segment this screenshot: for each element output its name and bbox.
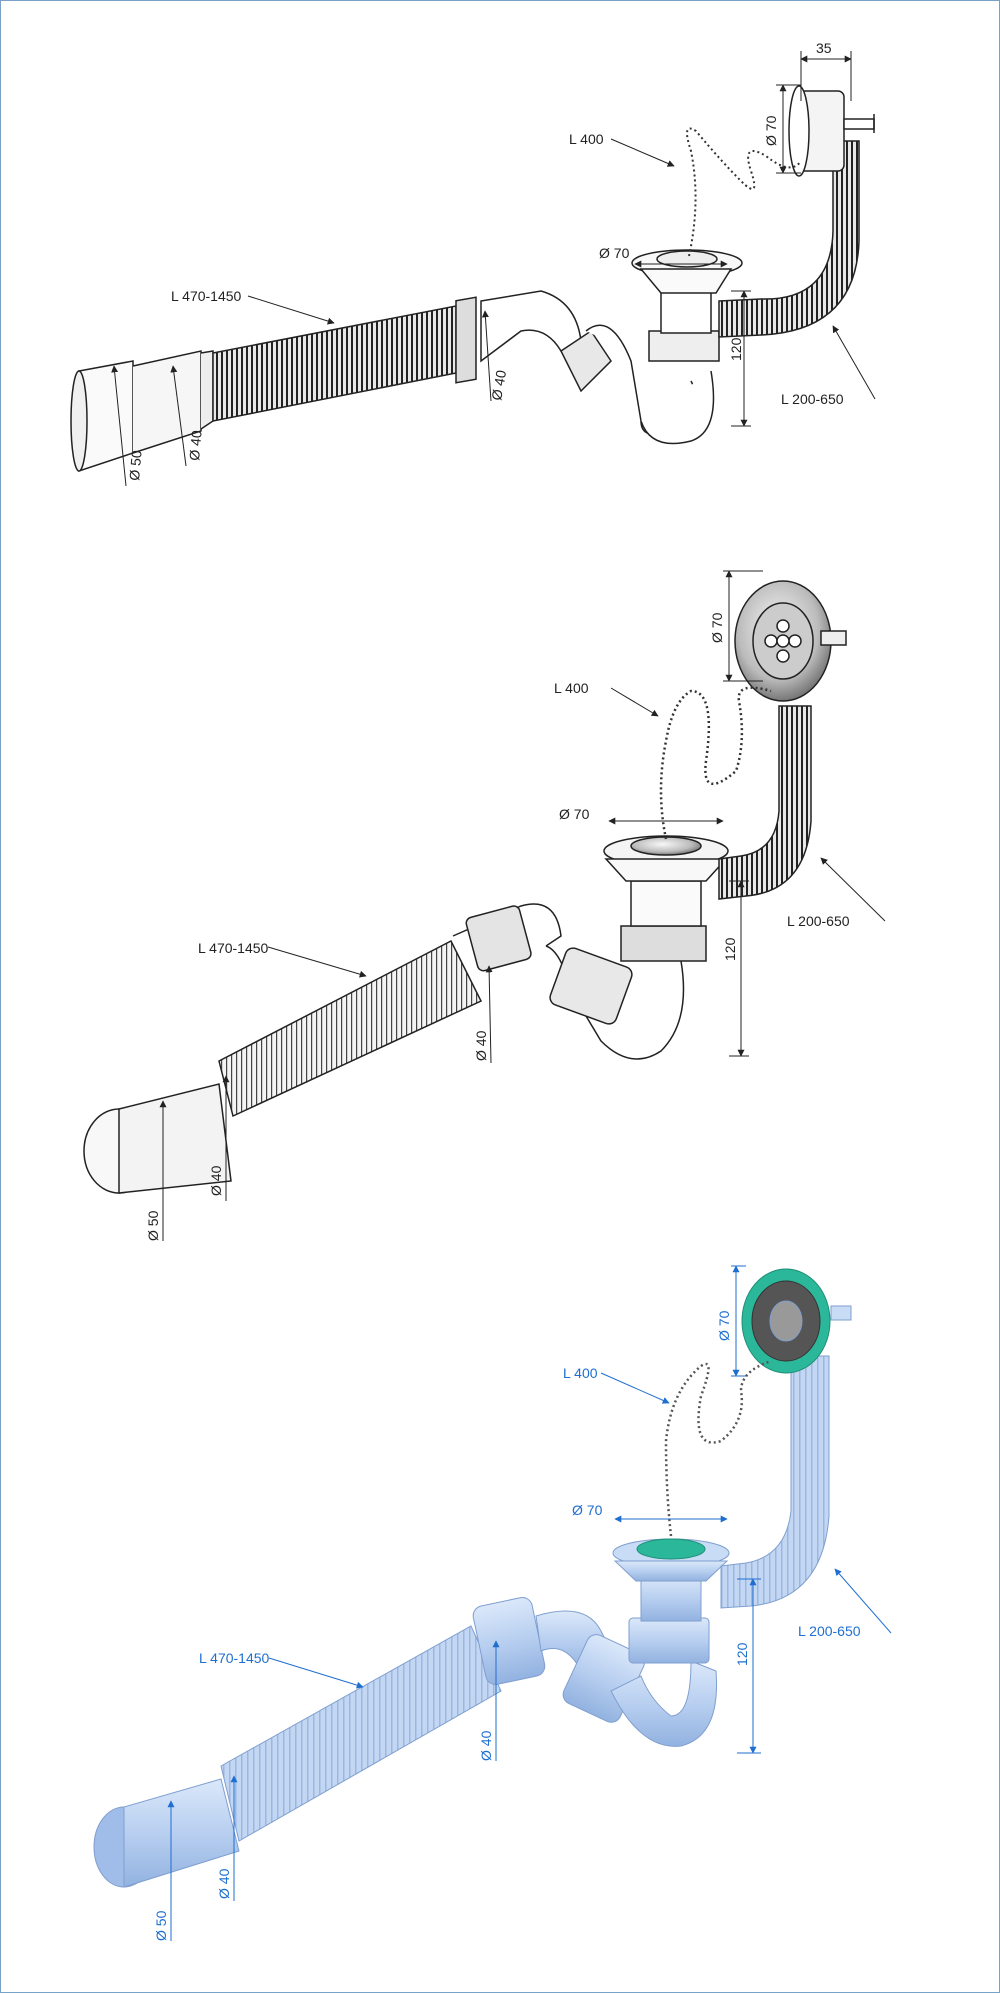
tail-hose [218, 939, 483, 1118]
trap-body [452, 835, 729, 1060]
trap-body [455, 249, 743, 445]
label-chain-1: L 400 [569, 131, 604, 147]
label-trap-height-1: 120 [728, 337, 744, 361]
dimensions-1 [111, 51, 876, 487]
label-overflow-hose-1: L 200-650 [781, 391, 844, 407]
label-outlet-large-2: Ø 50 [145, 1210, 161, 1241]
overflow-hose [720, 1355, 830, 1609]
label-overflow-diameter-2: Ø 70 [709, 612, 725, 643]
label-outlet-small-2: Ø 40 [208, 1165, 224, 1196]
label-outlet-large-1: Ø 50 [126, 449, 145, 481]
label-tail-hose-2: L 470-1450 [198, 940, 269, 956]
labels-1: L 470-1450 L 400 L 200-650 35 Ø 70 Ø 70 … [126, 40, 844, 481]
label-trap-height-2: 120 [722, 937, 738, 961]
dimensions-2 [159, 570, 886, 1241]
label-overflow-depth-1: 35 [816, 40, 832, 56]
label-tail-hose-3: L 470-1450 [199, 1650, 270, 1666]
label-chain-2: L 400 [554, 680, 589, 696]
tail-hose [220, 1625, 502, 1842]
label-overflow-hose-3: L 200-650 [798, 1623, 861, 1639]
dimensions-3 [167, 1265, 892, 1941]
label-tail-hose-1: L 470-1450 [171, 288, 242, 304]
label-outlet-large-3: Ø 50 [153, 1910, 169, 1941]
label-chain-3: L 400 [563, 1365, 598, 1381]
chain [664, 1359, 772, 1537]
label-trap-nut-1: Ø 40 [488, 369, 509, 402]
diagram-line-drawing [70, 85, 875, 473]
label-overflow-diameter-3: Ø 70 [716, 1310, 732, 1341]
label-drain-diameter-3: Ø 70 [572, 1502, 603, 1518]
label-overflow-hose-2: L 200-650 [787, 913, 850, 929]
label-drain-diameter-2: Ø 70 [559, 806, 590, 822]
chain [686, 127, 802, 257]
labels-2: L 470-1450 L 400 L 200-650 Ø 70 Ø 70 120… [145, 612, 850, 1241]
tail-hose [212, 305, 457, 422]
overflow-hose [718, 705, 812, 900]
outlet-connector [118, 1083, 232, 1194]
overflow-head [741, 1268, 852, 1374]
overflow-head [734, 580, 847, 702]
outlet-connector [123, 1778, 240, 1888]
trap-body [472, 1538, 730, 1747]
label-drain-diameter-1: Ø 70 [599, 245, 630, 261]
label-trap-height-3: 120 [734, 1642, 750, 1666]
label-trap-nut-2: Ø 40 [473, 1030, 489, 1061]
overflow-head [788, 85, 875, 177]
outlet-connector [70, 350, 214, 473]
diagram-shaded-drawing [83, 580, 847, 1194]
overflow-hose [718, 140, 860, 338]
labels-3: L 470-1450 L 400 L 200-650 Ø 70 Ø 70 120… [153, 1310, 861, 1941]
label-trap-nut-3: Ø 40 [478, 1730, 494, 1761]
label-outlet-small-1: Ø 40 [186, 429, 205, 461]
diagram-color-render [93, 1268, 852, 1888]
label-outlet-small-3: Ø 40 [216, 1868, 232, 1899]
label-overflow-diameter-1: Ø 70 [763, 115, 779, 146]
chain [659, 686, 772, 840]
